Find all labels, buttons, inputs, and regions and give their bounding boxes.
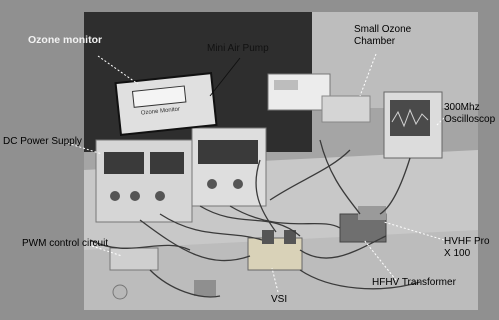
label-oscilloscope: 300Mhz Oscilloscop xyxy=(444,102,496,125)
ozone-monitor-screen-text: Ozone Monitor xyxy=(141,107,181,117)
vsi-board xyxy=(247,237,303,271)
pwm-circuit xyxy=(109,247,159,271)
cables xyxy=(89,139,421,298)
hvhf-probe xyxy=(358,206,386,220)
label-pwm-control-circuit: PWM control circuit xyxy=(22,238,109,249)
label-vsi: VSI xyxy=(271,294,288,305)
label-ozone-monitor: Ozone monitor xyxy=(28,34,103,46)
small-ozone-chamber xyxy=(267,73,331,111)
annotation-arrows xyxy=(63,53,445,293)
dc-power-supply-2 xyxy=(191,127,267,207)
label-dc-power-supply: DC Power Supply xyxy=(3,136,82,147)
label-mini-air-pump: Mini Air Pump xyxy=(207,43,269,54)
label-hfhv-transformer: HFHV Transformer xyxy=(372,277,456,288)
label-small-ozone-chamber: Small Ozone Chamber xyxy=(354,24,412,47)
label-hvhf-probe: HVHF Pro X 100 xyxy=(444,236,490,259)
